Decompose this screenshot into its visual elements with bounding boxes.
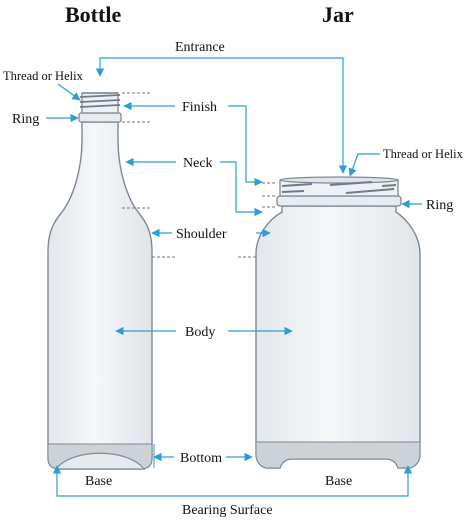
jar-illustration [255, 176, 421, 469]
label-neck: Neck [183, 156, 213, 171]
bottle-illustration [47, 92, 153, 470]
label-ring-bottle: Ring [12, 112, 39, 127]
reference-dashed-lines [122, 92, 276, 258]
label-shoulder: Shoulder [176, 227, 227, 242]
label-bottom: Bottom [180, 451, 222, 466]
label-body: Body [185, 325, 215, 340]
bottle-title: Bottle [65, 2, 121, 27]
label-finish: Finish [182, 100, 217, 115]
label-thread-jar: Thread or Helix [383, 147, 464, 161]
jar-title: Jar [322, 2, 354, 27]
label-base-bottle: Base [85, 474, 112, 489]
leader-arrows [46, 57, 422, 497]
label-entrance: Entrance [175, 40, 225, 55]
label-base-jar: Base [325, 474, 352, 489]
label-bearing-surface: Bearing Surface [182, 503, 273, 518]
label-thread-bottle: Thread or Helix [3, 69, 84, 83]
label-ring-jar: Ring [426, 198, 453, 213]
